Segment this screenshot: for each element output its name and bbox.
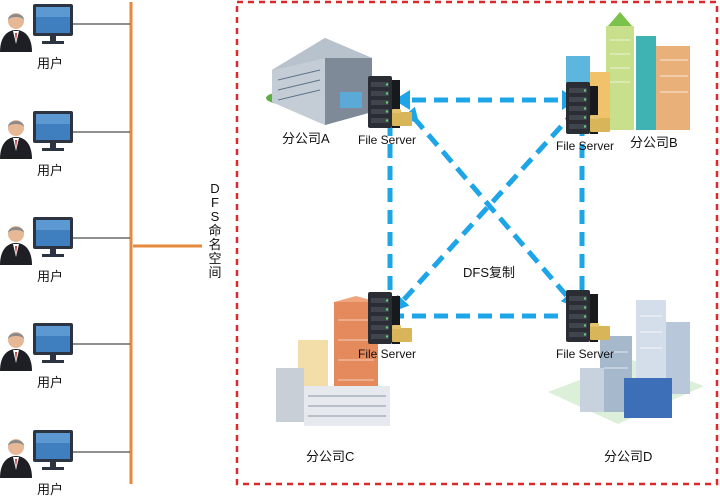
user-computer-icon [0,111,73,159]
user-computer-icon [0,217,73,265]
namespace-char: S [210,209,220,224]
file-server-icon [368,76,412,128]
user-label: 用户 [36,163,63,178]
dfs-namespace-label: D F S 命 名 空 间 [204,182,226,280]
building-d [548,300,704,424]
file-server-icon [368,292,412,344]
user-computer-icon [0,4,73,52]
namespace-char: F [211,195,219,210]
namespace-char: 空 [208,251,222,266]
server-d-label: File Server [556,347,615,361]
replication-line [392,98,588,312]
namespace-char: 名 [208,237,222,252]
file-server-icon [566,82,610,134]
branch-d-label: 分公司D [604,449,653,464]
branch-a-label: 分公司A [282,131,330,146]
user-computer-icon [0,323,73,371]
arrow-icon [394,90,410,110]
server-c-label: File Server [358,347,417,361]
file-server-icon [566,290,610,342]
server-a-label: File Server [358,133,417,147]
dfs-replication-label: DFS复制 [463,265,516,280]
server-b-label: File Server [556,139,615,153]
branch-region [235,0,719,486]
user-label: 用户 [36,375,63,390]
user-computer-icon [0,430,73,478]
namespace-char: D [210,181,220,196]
user-links [70,23,130,453]
building-b [566,12,690,130]
branch-b-label: 分公司B [630,135,678,150]
user-label: 用户 [36,56,63,71]
user-label: 用户 [36,269,63,284]
building-a [266,38,378,125]
branch-c-label: 分公司C [306,449,355,464]
namespace-char: 间 [208,265,222,280]
namespace-char: 命 [208,223,222,238]
user-label: 用户 [36,482,63,497]
